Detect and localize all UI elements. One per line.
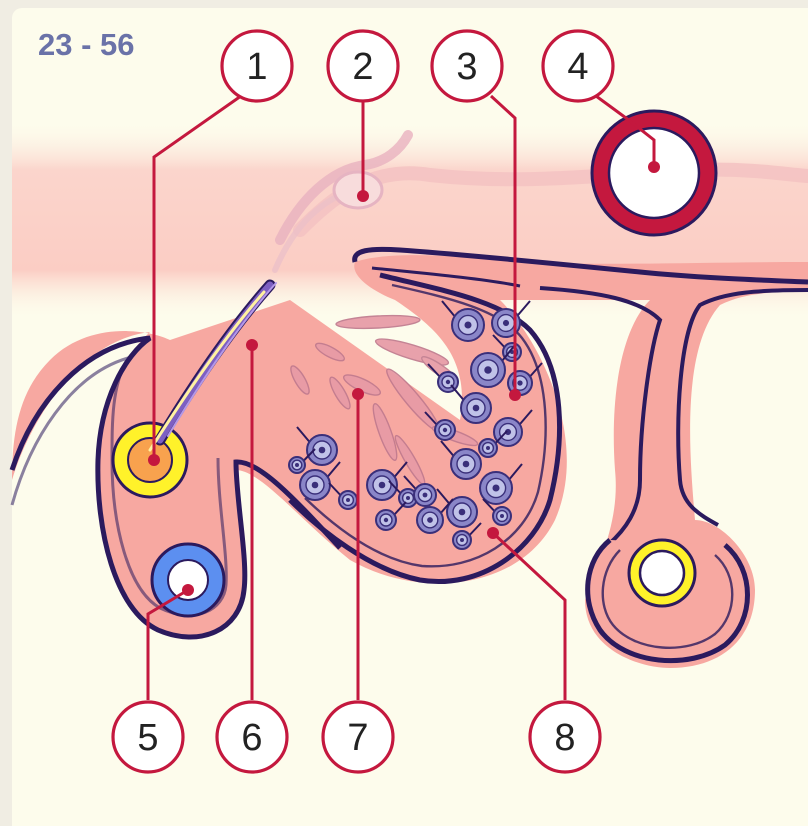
figure-id-label: 23 - 56 xyxy=(38,27,135,62)
callout-1-label: 1 xyxy=(246,46,267,88)
leader-dot-3 xyxy=(509,389,521,401)
callout-6-label: 6 xyxy=(241,717,262,759)
callout-7-label: 7 xyxy=(347,717,368,759)
callout-2: 2 xyxy=(328,31,398,101)
callout-3: 3 xyxy=(432,31,502,101)
callout-7: 7 xyxy=(323,702,393,772)
callout-4: 4 xyxy=(543,31,613,101)
faint-oval-structure xyxy=(334,172,382,208)
callout-8: 8 xyxy=(530,702,600,772)
callout-1: 1 xyxy=(222,31,292,101)
callout-8-label: 8 xyxy=(554,717,575,759)
leader-dot-8 xyxy=(487,527,499,539)
callout-2-label: 2 xyxy=(352,46,373,88)
callout-4-label: 4 xyxy=(567,46,588,88)
leader-dot-5 xyxy=(182,584,194,596)
callout-3-label: 3 xyxy=(456,46,477,88)
leader-dot-7 xyxy=(352,388,364,400)
leader-dot-6 xyxy=(246,339,258,351)
callout-5-label: 5 xyxy=(137,717,158,759)
callout-5: 5 xyxy=(113,702,183,772)
right-yellow-vessel-lumen xyxy=(640,551,684,595)
leader-dot-1 xyxy=(148,454,160,466)
leader-dot-4 xyxy=(648,161,660,173)
callout-6: 6 xyxy=(217,702,287,772)
leader-dot-2 xyxy=(357,190,369,202)
